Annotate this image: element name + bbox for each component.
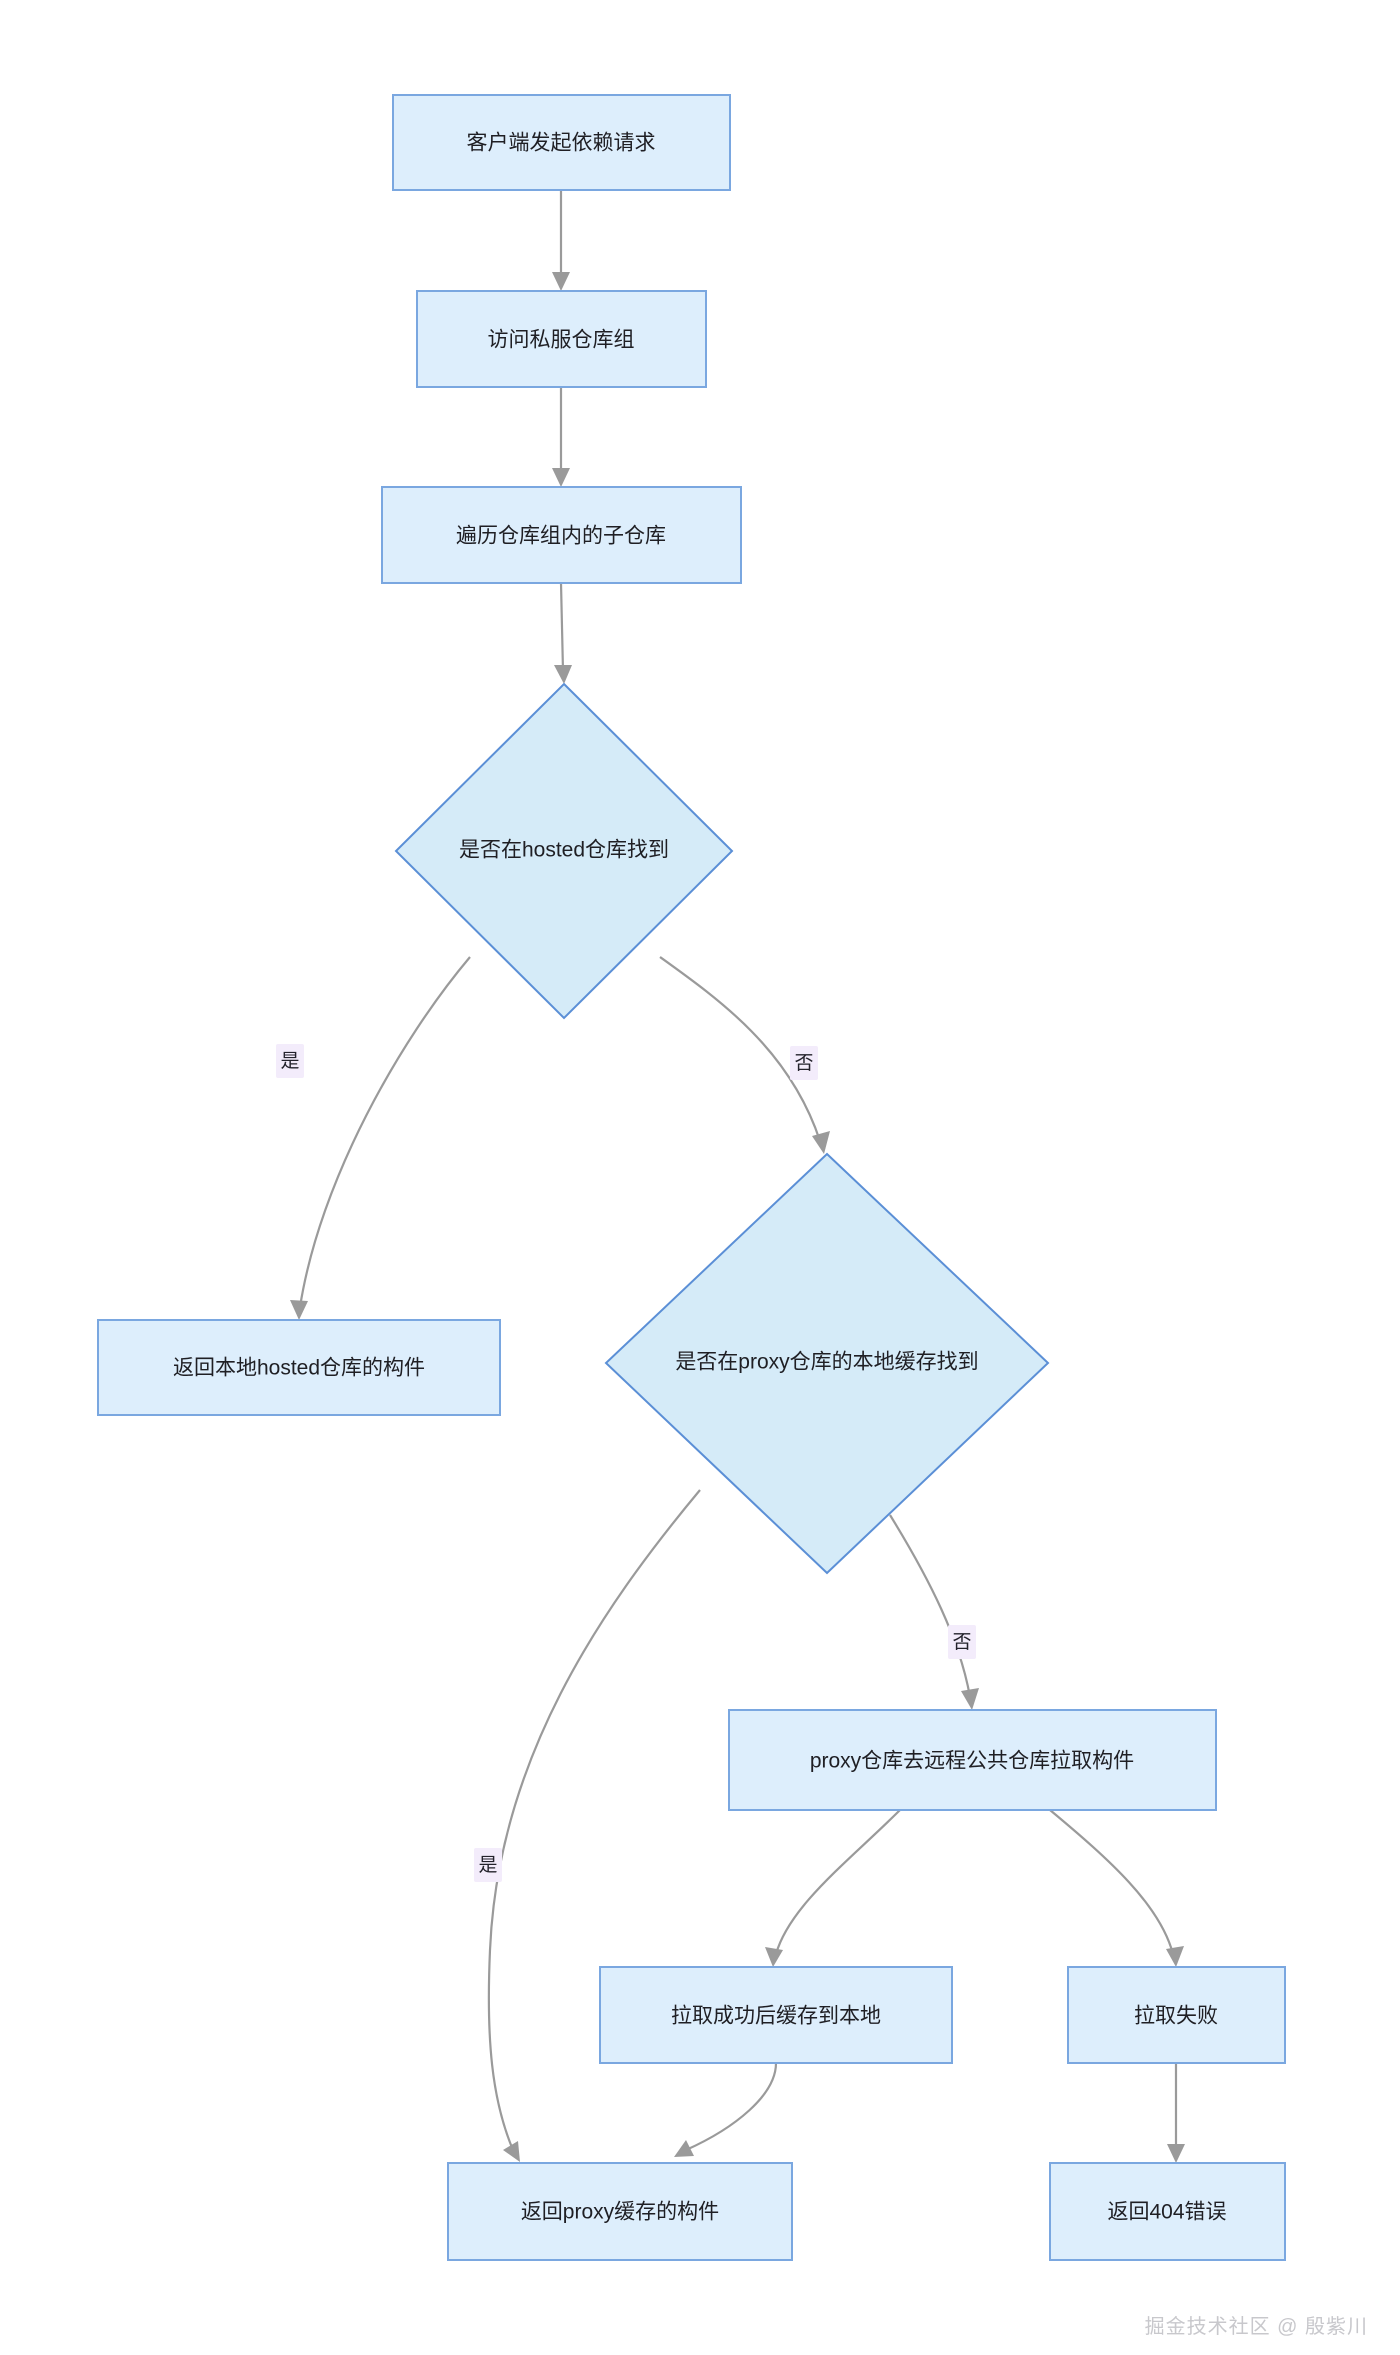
edge-label-text: 否 [952,1632,971,1653]
edge-label-no-hosted: 否 [790,1046,818,1080]
watermark: 掘金技术社区 @ 殷紫川 [1144,2316,1368,2338]
node-label: 访问私服仓库组 [488,329,635,352]
edge-n2-n3 [552,387,570,487]
node-client-request[interactable]: 客户端发起依赖请求 [392,94,731,191]
decision-found-in-proxy-cache[interactable]: 是否在proxy仓库的本地缓存找到 [604,1152,1050,1575]
edge-n6-n8 [674,2062,778,2157]
edge-n7-n9 [1167,2063,1185,2163]
node-access-repo-group[interactable]: 访问私服仓库组 [416,290,707,388]
node-label: 客户端发起依赖请求 [467,132,656,155]
node-layer: 客户端发起依赖请求 访问私服仓库组 遍历仓库组内的子仓库 是否在hosted仓库… [97,94,1286,2261]
node-label: 是否在hosted仓库找到 [459,839,669,862]
edge-d1-d2: 否 [659,956,830,1154]
node-label: proxy仓库去远程公共仓库拉取构件 [810,1750,1134,1773]
node-label: 拉取成功后缓存到本地 [671,2005,881,2028]
node-traverse-sub-repos[interactable]: 遍历仓库组内的子仓库 [381,486,742,584]
node-return-proxy-cached-artifact[interactable]: 返回proxy缓存的构件 [447,2162,793,2261]
edge-d2-n8: 是 [474,1489,701,2162]
edge-label-text: 是 [280,1051,299,1072]
node-fetch-failed[interactable]: 拉取失败 [1067,1966,1286,2064]
edge-d2-n5: 否 [889,1514,979,1710]
node-proxy-fetch-remote[interactable]: proxy仓库去远程公共仓库拉取构件 [728,1709,1217,1811]
edge-layer: 是 否 是 [276,190,1185,2163]
node-label: 是否在proxy仓库的本地缓存找到 [675,1351,978,1374]
edge-label-text: 是 [478,1855,497,1876]
decision-found-in-hosted[interactable]: 是否在hosted仓库找到 [394,682,734,1020]
node-label: 返回本地hosted仓库的构件 [173,1357,425,1380]
edge-d1-n4: 是 [276,956,471,1320]
edge-n5-n6 [765,1809,901,1967]
node-cache-after-success[interactable]: 拉取成功后缓存到本地 [599,1966,953,2064]
node-label: 返回proxy缓存的构件 [521,2201,719,2224]
edge-label-yes-proxy: 是 [474,1848,502,1882]
edge-label-yes-hosted: 是 [276,1044,304,1078]
node-return-hosted-artifact[interactable]: 返回本地hosted仓库的构件 [97,1319,501,1416]
node-label: 遍历仓库组内的子仓库 [456,525,666,548]
node-return-404[interactable]: 返回404错误 [1049,2162,1286,2261]
node-label: 拉取失败 [1134,2005,1218,2028]
edge-n3-d1 [554,582,572,684]
node-label: 返回404错误 [1107,2201,1226,2224]
edge-n5-n7 [1049,1809,1184,1967]
edge-label-text: 否 [794,1053,813,1074]
edge-n1-n2 [552,190,570,291]
edge-label-no-proxy: 否 [948,1625,976,1659]
